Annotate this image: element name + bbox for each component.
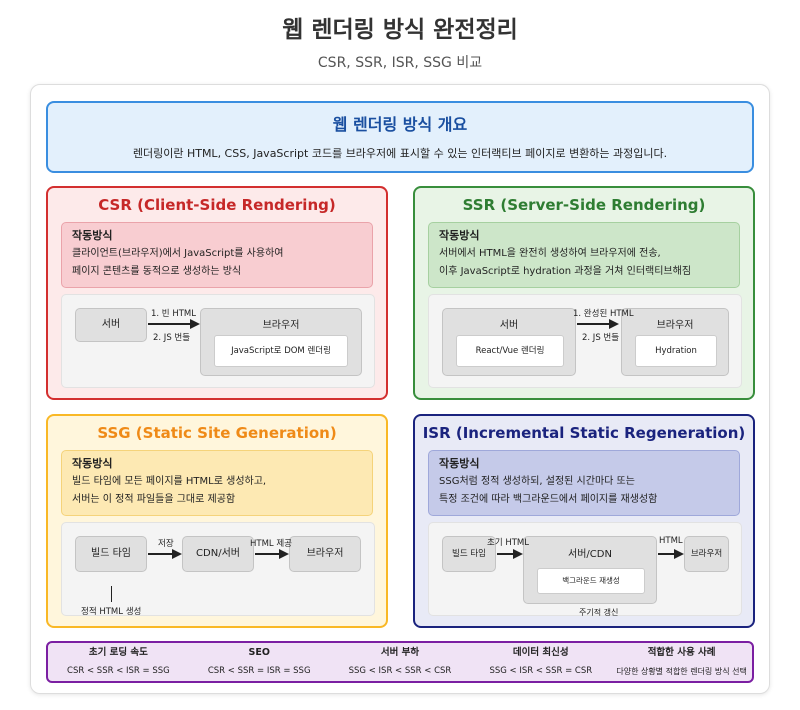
ssr-how: 작동방식 서버에서 HTML을 완전히 생성하여 브라우저에 전송, 이후 Ja… bbox=[428, 222, 740, 288]
ssr-browser-inner: Hydration bbox=[635, 335, 717, 367]
isr-note: 주기적 갱신 bbox=[579, 608, 619, 617]
arrow-icon bbox=[497, 549, 523, 559]
page-title: 웹 렌더링 방식 완전정리 bbox=[282, 17, 518, 43]
arrow-icon bbox=[658, 549, 684, 559]
csr-browser-label: 브라우저 bbox=[262, 320, 300, 331]
comparison-value: 다양한 상황별 적합한 렌더링 방식 선택 bbox=[616, 667, 747, 676]
ssg-arrow-1: 저장 bbox=[158, 539, 174, 549]
comparison-header: SEO bbox=[248, 647, 270, 658]
isr-how-line: 특정 조건에 따라 백그라운드에서 페이지를 재생성함 bbox=[439, 494, 658, 505]
isr-cdn-label: 서버/CDN bbox=[568, 549, 612, 560]
isr-title: ISR (Incremental Static Regeneration) bbox=[422, 424, 746, 442]
ssr-arrow-top: 1. 완성된 HTML bbox=[573, 309, 634, 319]
comparison-col: 데이터 최신성 SSG < ISR < SSR = CSR bbox=[470, 643, 611, 681]
ssg-section: SSG (Static Site Generation) 작동방식 빌드 타임에… bbox=[46, 414, 388, 628]
ssr-section: SSR (Server-Side Rendering) 작동방식 서버에서 HT… bbox=[413, 186, 755, 400]
comparison-header: 초기 로딩 속도 bbox=[88, 647, 148, 658]
comparison-col: SEO CSR < SSR = ISR = SSG bbox=[189, 643, 330, 681]
ssr-server-inner: React/Vue 렌더링 bbox=[456, 335, 564, 367]
ssr-browser-box: 브라우저 Hydration bbox=[621, 308, 729, 376]
overview-title: 웹 렌더링 방식 개요 bbox=[332, 115, 468, 134]
csr-how-title: 작동방식 bbox=[72, 229, 113, 242]
ssr-how-line: 서버에서 HTML을 완전히 생성하여 브라우저에 전송, bbox=[439, 248, 661, 259]
overview-desc: 렌더링이란 HTML, CSS, JavaScript 코드를 브라우저에 표시… bbox=[132, 147, 668, 160]
ssr-diagram: 서버 React/Vue 렌더링 1. 완성된 HTML 2. JS 번들 브라… bbox=[428, 294, 742, 388]
arrow-icon bbox=[577, 319, 619, 329]
csr-arrow-top: 1. 빈 HTML bbox=[151, 309, 196, 319]
comparison-value: CSR < SSR < ISR = SSG bbox=[67, 666, 170, 676]
csr-section: CSR (Client-Side Rendering) 작동방식 클라이언트(브… bbox=[46, 186, 388, 400]
csr-browser-box: 브라우저 JavaScript로 DOM 렌더링 bbox=[200, 308, 362, 376]
ssg-browser-box: 브라우저 bbox=[289, 536, 361, 572]
csr-how: 작동방식 클라이언트(브라우저)에서 JavaScript를 사용하여 페이지 … bbox=[61, 222, 373, 288]
isr-how: 작동방식 SSG처럼 정적 생성하되, 설정된 시간마다 또는 특정 조건에 따… bbox=[428, 450, 740, 516]
isr-diagram: 빌드 타임 초기 HTML 서버/CDN 백그라운드 재생성 HTML 브라우저… bbox=[428, 522, 742, 617]
arrow-icon bbox=[255, 549, 289, 559]
ssg-diagram: 빌드 타임 저장 CDN/서버 HTML 제공 브라우저 정적 HTML 생성 bbox=[61, 522, 375, 617]
ssr-server-box: 서버 React/Vue 렌더링 bbox=[442, 308, 576, 376]
csr-diagram: 서버 1. 빈 HTML 2. JS 번들 브라우저 JavaScript로 D… bbox=[61, 294, 375, 388]
overview-panel: 웹 렌더링 방식 개요 렌더링이란 HTML, CSS, JavaScript … bbox=[46, 101, 754, 173]
ssg-build-box: 빌드 타임 bbox=[75, 536, 147, 572]
comparison-value: SSG < ISR < SSR < CSR bbox=[348, 666, 452, 676]
csr-arrow-bottom: 2. JS 번들 bbox=[153, 333, 191, 343]
comparison-header: 서버 부하 bbox=[380, 647, 420, 658]
comparison-header: 데이터 최신성 bbox=[512, 647, 569, 658]
ssr-how-line: 이후 JavaScript로 hydration 과정을 거쳐 인터랙티브해짐 bbox=[439, 266, 692, 277]
arrow-icon bbox=[148, 549, 182, 559]
isr-how-line: SSG처럼 정적 생성하되, 설정된 시간마다 또는 bbox=[439, 476, 635, 487]
comparison-value: CSR < SSR = ISR = SSG bbox=[207, 666, 311, 676]
isr-arrow-1: 초기 HTML bbox=[487, 538, 529, 548]
csr-title: CSR (Client-Side Rendering) bbox=[98, 196, 336, 214]
ssr-arrow-bottom: 2. JS 번들 bbox=[582, 333, 620, 343]
ssg-how-title: 작동방식 bbox=[72, 457, 113, 470]
ssr-how-title: 작동방식 bbox=[439, 229, 480, 242]
comparison-table: 초기 로딩 속도 CSR < SSR < ISR = SSG SEO CSR < S… bbox=[46, 641, 754, 683]
ssg-how-line: 서버는 이 정적 파일들을 그대로 제공함 bbox=[72, 494, 236, 505]
comparison-header: 적합한 사용 사례 bbox=[647, 647, 716, 658]
ssg-title: SSG (Static Site Generation) bbox=[97, 424, 337, 442]
isr-section: ISR (Incremental Static Regeneration) 작동… bbox=[413, 414, 755, 628]
csr-browser-inner: JavaScript로 DOM 렌더링 bbox=[214, 335, 348, 367]
ssr-server-label: 서버 bbox=[499, 320, 519, 331]
isr-browser-box: 브라우저 bbox=[684, 536, 729, 572]
ssr-title: SSR (Server-Side Rendering) bbox=[462, 196, 706, 214]
ssg-how-line: 빌드 타임에 모든 페이지를 HTML로 생성하고, bbox=[72, 476, 267, 487]
isr-how-title: 작동방식 bbox=[439, 457, 480, 470]
csr-how-line: 페이지 콘텐츠를 동적으로 생성하는 방식 bbox=[72, 266, 242, 277]
arrow-icon bbox=[148, 319, 200, 329]
content-card bbox=[30, 84, 770, 694]
ssg-arrow-2: HTML 제공 bbox=[250, 539, 292, 549]
ssg-cdn-box: CDN/서버 bbox=[182, 536, 254, 572]
csr-server-box: 서버 bbox=[75, 308, 147, 342]
comparison-col: 서버 부하 SSG < ISR < SSR < CSR bbox=[330, 643, 471, 681]
ssg-note: 정적 HTML 생성 bbox=[81, 607, 142, 617]
isr-build-box: 빌드 타임 bbox=[442, 536, 496, 572]
comparison-value: SSG < ISR < SSR = CSR bbox=[489, 666, 593, 676]
ssg-note-line bbox=[111, 586, 112, 602]
ssg-how: 작동방식 빌드 타임에 모든 페이지를 HTML로 생성하고, 서버는 이 정적… bbox=[61, 450, 373, 516]
isr-cdn-box: 서버/CDN 백그라운드 재생성 bbox=[523, 536, 657, 604]
csr-how-line: 클라이언트(브라우저)에서 JavaScript를 사용하여 bbox=[72, 248, 284, 259]
isr-arrow-2: HTML bbox=[659, 536, 683, 546]
comparison-col: 초기 로딩 속도 CSR < SSR < ISR = SSG bbox=[48, 643, 189, 681]
page-subtitle: CSR, SSR, ISR, SSG 비교 bbox=[317, 55, 483, 71]
isr-cdn-inner: 백그라운드 재생성 bbox=[537, 568, 645, 594]
ssr-browser-label: 브라우저 bbox=[656, 320, 694, 331]
